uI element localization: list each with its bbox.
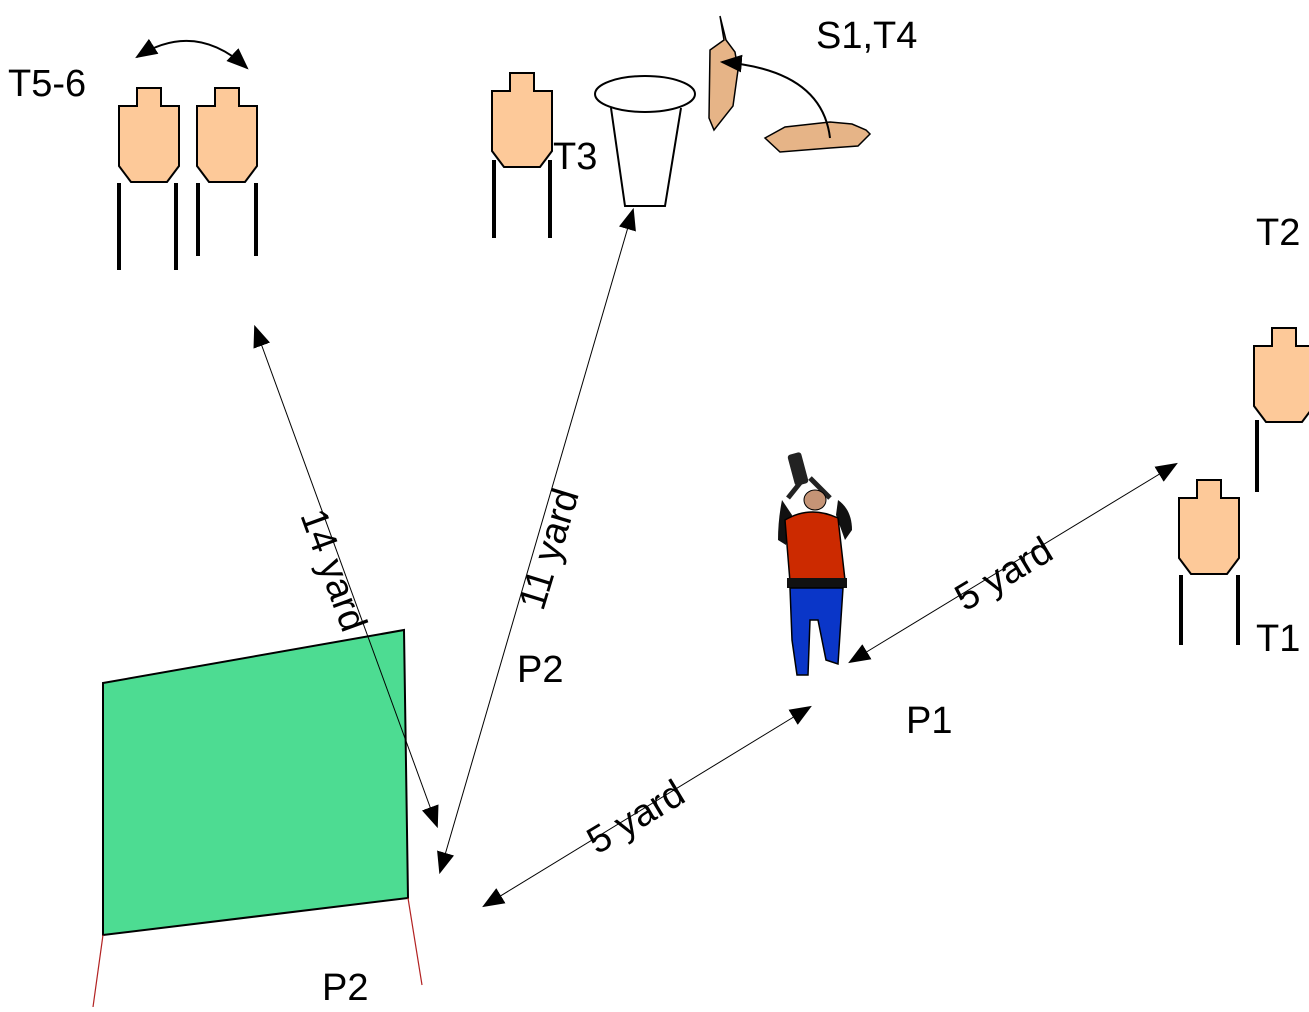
label-p2-bottom: P2 [322,967,368,1007]
label-t2: T2 [1256,212,1300,254]
label-t5-6: T5-6 [8,63,86,105]
target-t2 [1253,327,1309,492]
label-t1: T1 [1256,618,1300,660]
distance-line-5-right [848,462,1178,664]
label-s1-t4: S1,T4 [816,15,917,57]
distance-label-14: 14 yard [292,504,375,637]
shooter-figure [778,452,852,676]
target-t5 [117,87,180,270]
target-t1 [1178,479,1240,645]
swinger-target-s1 [708,15,872,153]
target-t6 [196,87,258,256]
label-p2-mid: P2 [517,649,563,691]
wall-barricade [92,628,423,1008]
distance-label-11: 11 yard [511,484,587,615]
barrel-prop [594,75,696,207]
label-p1: P1 [906,700,952,742]
distance-line-11 [437,207,636,875]
label-t3: T3 [553,136,597,178]
distance-line-5-left [482,705,812,908]
target-t3 [491,72,553,238]
distance-line-14 [253,324,439,829]
distance-label-5-left: 5 yard [580,772,692,862]
distance-label-5-right: 5 yard [948,529,1060,619]
swap-arrow [135,38,249,70]
